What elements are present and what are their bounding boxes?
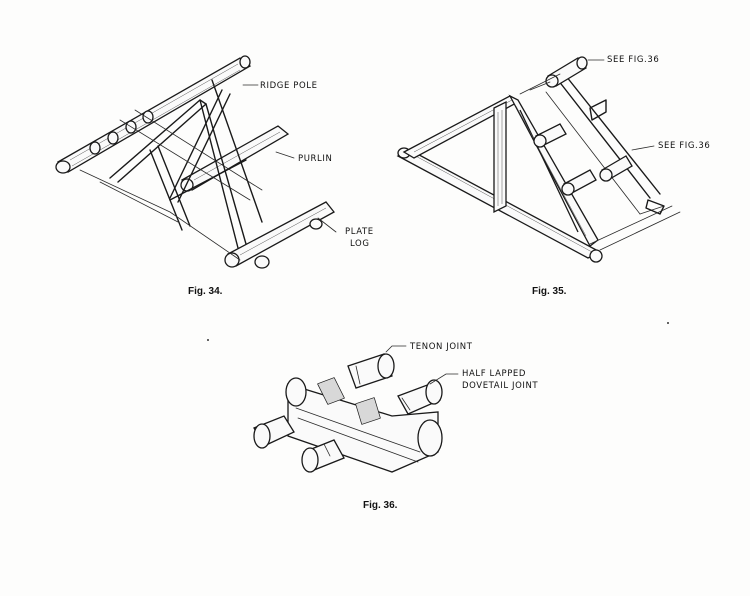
fig35-caption: Fig. 35. bbox=[532, 286, 567, 297]
fig35-truss-drawing bbox=[396, 56, 681, 263]
fig34-ridge-pole bbox=[55, 55, 252, 174]
fig36-tenon-block bbox=[347, 353, 395, 389]
plate-log-label-line1: PLATE bbox=[345, 227, 374, 237]
fig34-truss-drawing bbox=[55, 55, 337, 269]
dovetail-joint-label: DOVETAIL JOINT bbox=[462, 381, 538, 391]
fig34-caption: Fig. 34. bbox=[188, 286, 223, 297]
fig36-left-block bbox=[253, 415, 295, 449]
fig36-dovetail-block bbox=[397, 379, 443, 415]
fig36-bottom-block bbox=[301, 439, 345, 473]
fig34-rafters bbox=[79, 79, 263, 261]
stray-mark bbox=[667, 322, 669, 324]
fig34-plate-log bbox=[224, 201, 335, 269]
fig35-purlin-stubs bbox=[533, 56, 633, 196]
fig36-joint-drawing bbox=[253, 345, 459, 473]
fig35-king-post bbox=[493, 100, 507, 214]
plate-log-label-line2: LOG bbox=[350, 239, 370, 249]
fig36-main-log bbox=[285, 377, 443, 473]
fig34-leaders bbox=[242, 84, 337, 233]
see-fig36-mid-label: SEE FIG.36 bbox=[658, 141, 710, 151]
half-lapped-label: HALF LAPPED bbox=[462, 369, 526, 379]
purlin-label: PURLIN bbox=[298, 154, 332, 164]
fig36-caption: Fig. 36. bbox=[363, 500, 398, 511]
ridge-pole-label: RIDGE POLE bbox=[260, 81, 318, 91]
fig34-purlin bbox=[180, 125, 290, 192]
see-fig36-top-label: SEE FIG.36 bbox=[607, 55, 659, 65]
tenon-joint-label: TENON JOINT bbox=[409, 342, 473, 352]
stray-mark bbox=[207, 339, 209, 341]
